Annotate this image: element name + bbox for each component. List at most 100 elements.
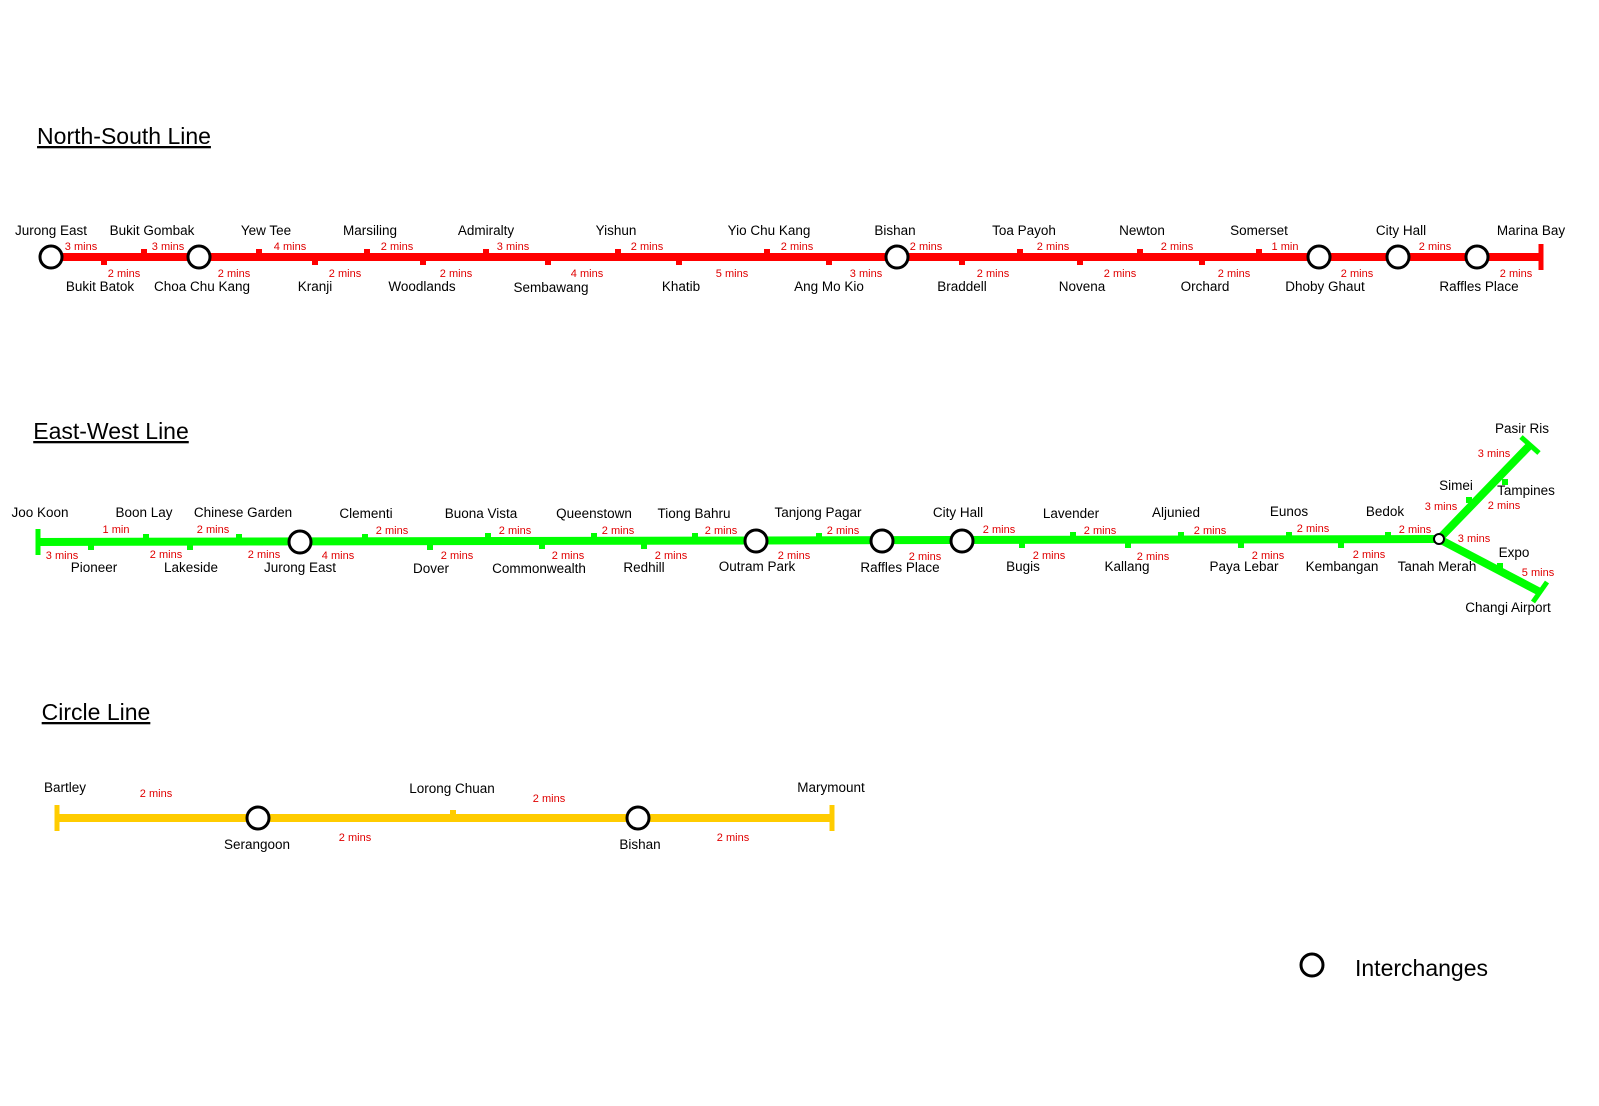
travel-time-label: 2 mins <box>631 241 664 253</box>
station-tick <box>187 544 193 550</box>
travel-time-label: 2 mins <box>248 549 281 561</box>
travel-time-label: 2 mins <box>329 268 362 280</box>
track-segment <box>1436 442 1533 542</box>
station-tick <box>591 533 597 539</box>
station-label: Kembangan <box>1306 559 1379 574</box>
travel-time-label: 2 mins <box>381 241 414 253</box>
travel-time-label: 2 mins <box>655 550 688 562</box>
station-label: Newton <box>1119 223 1165 238</box>
station-label: Yio Chu Kang <box>728 223 811 238</box>
travel-time-label: 2 mins <box>552 550 585 562</box>
station-label: Marina Bay <box>1497 223 1566 238</box>
station-label: Bugis <box>1006 559 1040 574</box>
station-tick <box>362 534 368 540</box>
travel-time-label: 2 mins <box>909 551 942 563</box>
interchange-icon <box>186 244 212 270</box>
station-tick <box>1238 542 1244 548</box>
travel-time-label: 2 mins <box>533 793 566 805</box>
travel-time-label: 5 mins <box>1522 567 1555 579</box>
station-label: Expo <box>1499 545 1530 560</box>
travel-time-label: 2 mins <box>441 550 474 562</box>
station-label: Tiong Bahru <box>657 506 730 521</box>
station-tick <box>692 533 698 539</box>
station-label: Bishan <box>619 837 660 852</box>
station-label: Orchard <box>1181 279 1230 294</box>
station-tick <box>450 810 456 816</box>
station-tick <box>1019 542 1025 548</box>
station-tick <box>615 249 621 255</box>
travel-time-label: 3 mins <box>1425 501 1458 513</box>
terminus-bar <box>1530 580 1550 604</box>
station-label: Choa Chu Kang <box>154 279 250 294</box>
line-title: North-South Line <box>37 123 211 149</box>
station-label: Paya Lebar <box>1209 559 1279 574</box>
station-tick <box>1077 259 1083 265</box>
station-label: Dover <box>413 561 450 576</box>
station-label: Buona Vista <box>445 506 518 521</box>
station-label: Lavender <box>1043 506 1100 521</box>
interchange-icon <box>245 805 271 831</box>
travel-time-label: 2 mins <box>339 832 372 844</box>
station-tick <box>676 259 682 265</box>
station-label: Jurong East <box>264 560 336 575</box>
station-tick <box>1199 259 1205 265</box>
travel-time-label: 2 mins <box>1297 523 1330 535</box>
station-label: Joo Koon <box>11 505 68 520</box>
travel-time-label: 3 mins <box>497 241 530 253</box>
station-label: Raffles Place <box>1439 279 1518 294</box>
station-label: Sembawang <box>513 280 588 295</box>
legend: Interchanges <box>1299 952 1488 981</box>
station-tick <box>1256 249 1262 255</box>
station-label: Bishan <box>874 223 915 238</box>
interchange-icon <box>949 528 975 554</box>
interchange-legend-icon <box>1299 952 1325 978</box>
travel-time-label: 2 mins <box>1419 241 1452 253</box>
travel-time-label: 2 mins <box>440 268 473 280</box>
station-label: Redhill <box>623 560 664 575</box>
travel-time-label: 2 mins <box>1084 525 1117 537</box>
station-label: Marsiling <box>343 223 397 238</box>
travel-time-label: 1 min <box>103 524 130 536</box>
travel-time-label: 3 mins <box>46 550 79 562</box>
station-label: City Hall <box>1376 223 1426 238</box>
travel-time-label: 2 mins <box>1218 268 1251 280</box>
interchange-icon <box>743 528 769 554</box>
station-label: City Hall <box>933 505 983 520</box>
station-label: Pasir Ris <box>1495 421 1549 436</box>
station-label: Novena <box>1059 279 1106 294</box>
line-title: Circle Line <box>42 699 151 725</box>
legend-label: Interchanges <box>1355 955 1488 981</box>
interchange-icon <box>869 528 895 554</box>
station-tick <box>236 534 242 540</box>
travel-time-label: 3 mins <box>850 268 883 280</box>
travel-time-label: 2 mins <box>977 268 1010 280</box>
interchange-icon <box>1306 244 1332 270</box>
line-title: East-West Line <box>33 418 189 444</box>
station-tick <box>1286 532 1292 538</box>
travel-time-label: 2 mins <box>827 525 860 537</box>
travel-time-label: 2 mins <box>602 525 635 537</box>
station-label: Boon Lay <box>115 505 172 520</box>
travel-time-label: 2 mins <box>376 525 409 537</box>
station-label: Ang Mo Kio <box>794 279 864 294</box>
travel-time-label: 2 mins <box>1104 268 1137 280</box>
travel-time-label: 2 mins <box>1488 500 1521 512</box>
travel-time-label: 4 mins <box>274 241 307 253</box>
station-tick <box>1502 479 1508 485</box>
station-tick <box>427 544 433 550</box>
station-label: Eunos <box>1270 504 1309 519</box>
station-label: Chinese Garden <box>194 505 292 520</box>
travel-time-label: 2 mins <box>1500 268 1533 280</box>
station-tick <box>143 534 149 540</box>
station-label: Outram Park <box>719 559 796 574</box>
interchange-icon <box>884 244 910 270</box>
station-label: Somerset <box>1230 223 1288 238</box>
interchange-icon <box>1385 244 1411 270</box>
station-tick <box>101 259 107 265</box>
station-tick <box>826 259 832 265</box>
station-tick <box>420 259 426 265</box>
station-label: Woodlands <box>388 279 456 294</box>
travel-time-label: 4 mins <box>571 268 604 280</box>
